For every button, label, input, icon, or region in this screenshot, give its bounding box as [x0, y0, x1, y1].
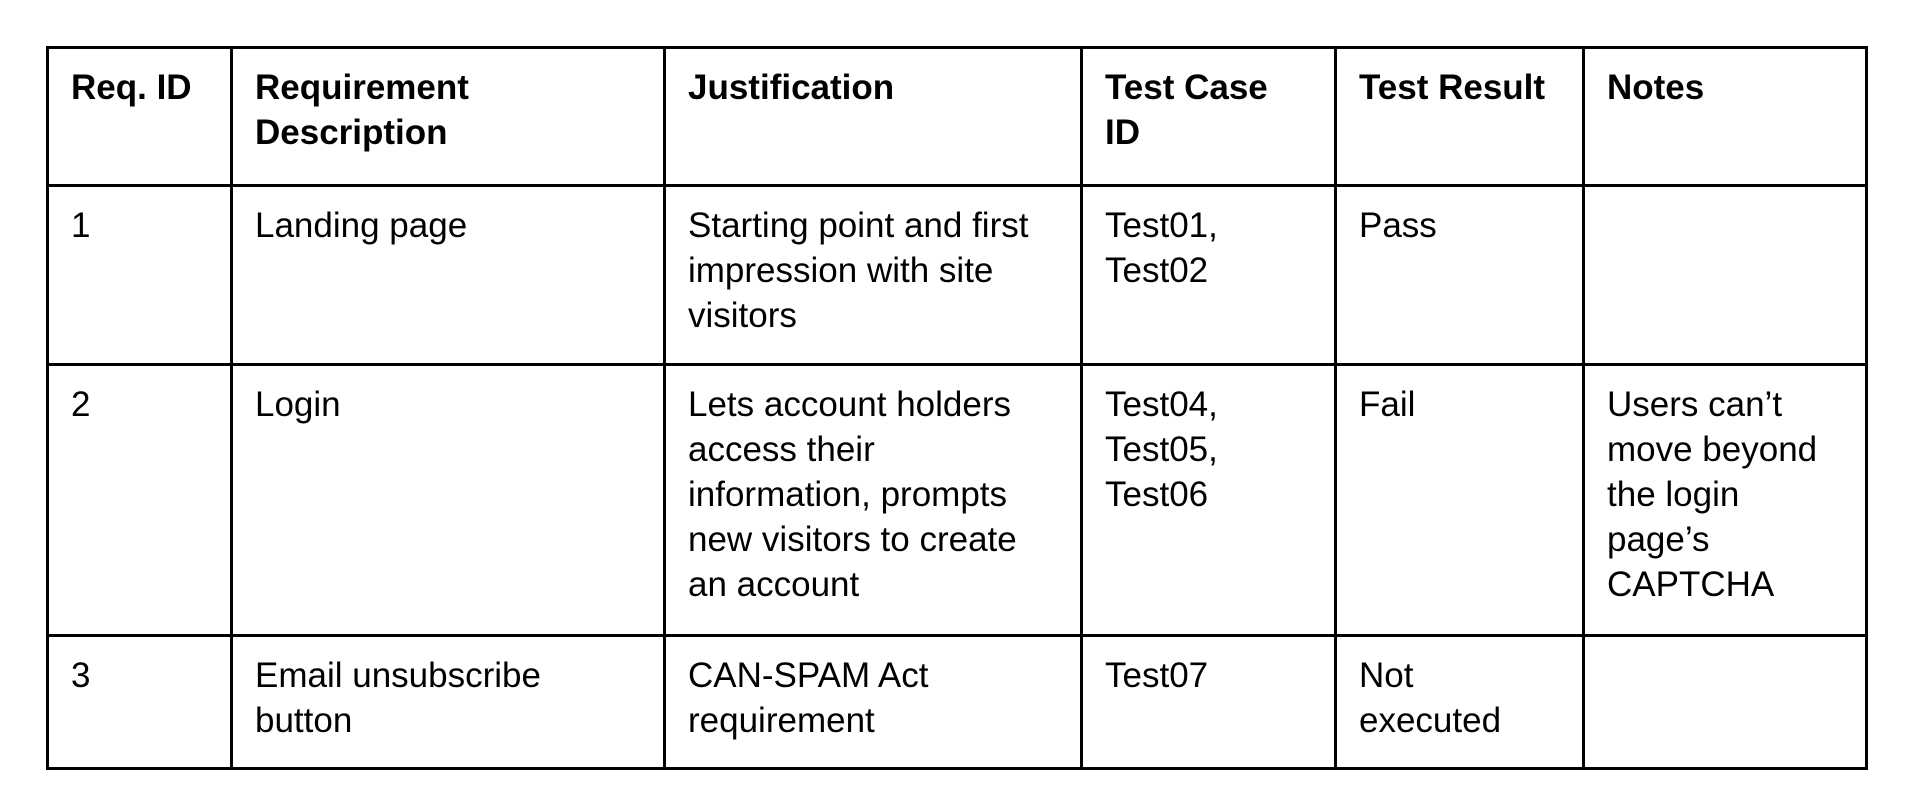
column-header-test-result: Test Result [1334, 46, 1585, 187]
cell-justification: CAN-SPAM Act requirement [663, 634, 1083, 770]
header-row: Req. ID Requirement Description Justific… [46, 46, 1868, 187]
cell-req-id: 1 [46, 184, 233, 366]
column-header-req-id: Req. ID [46, 46, 233, 187]
cell-justification: Starting point and first impression with… [663, 184, 1083, 366]
column-header-notes: Notes [1582, 46, 1868, 187]
table-row: 1 Landing page Starting point and first … [46, 184, 1868, 366]
cell-test-case-id: Test07 [1080, 634, 1337, 770]
cell-notes [1582, 184, 1868, 366]
cell-test-result: Fail [1334, 363, 1585, 637]
cell-notes: Users can’t move beyond the login page’s… [1582, 363, 1868, 637]
cell-req-id: 2 [46, 363, 233, 637]
cell-test-result: Not executed [1334, 634, 1585, 770]
column-header-justification: Justification [663, 46, 1083, 187]
column-header-test-case-id: Test Case ID [1080, 46, 1337, 187]
table-body: 1 Landing page Starting point and first … [46, 184, 1868, 770]
column-header-description: Requirement Description [230, 46, 666, 187]
cell-req-id: 3 [46, 634, 233, 770]
cell-test-case-id: Test04, Test05, Test06 [1080, 363, 1337, 637]
requirements-table: Req. ID Requirement Description Justific… [46, 46, 1868, 770]
cell-description: Landing page [230, 184, 666, 366]
cell-test-case-id: Test01, Test02 [1080, 184, 1337, 366]
table-row: 2 Login Lets account holders access thei… [46, 363, 1868, 637]
cell-notes [1582, 634, 1868, 770]
table-header: Req. ID Requirement Description Justific… [46, 46, 1868, 187]
cell-description: Email unsubscribe button [230, 634, 666, 770]
table-row: 3 Email unsubscribe button CAN-SPAM Act … [46, 634, 1868, 770]
cell-test-result: Pass [1334, 184, 1585, 366]
cell-description: Login [230, 363, 666, 637]
cell-justification: Lets account holders access their inform… [663, 363, 1083, 637]
